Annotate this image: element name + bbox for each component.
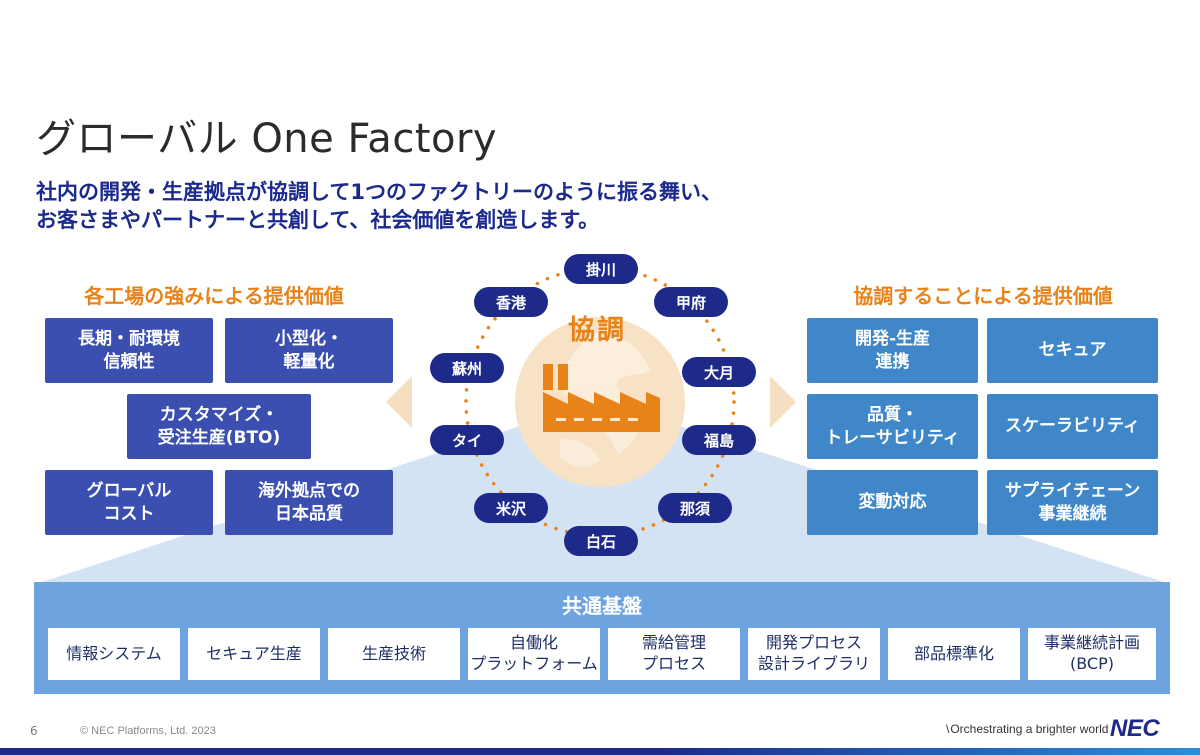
left-section-heading: 各工場の強みによる提供価値 [84, 284, 344, 308]
foundation-item: 需給管理 プロセス [608, 628, 740, 680]
left-value-box: カスタマイズ・ 受注生産(BTO) [127, 394, 311, 459]
right-section-heading: 協調することによる提供価値 [853, 284, 1113, 308]
brand-tagline: \Orchestrating a brighter world [946, 722, 1109, 736]
right-value-box: サプライチェーン 事業継続 [987, 470, 1158, 535]
foundation-item: 生産技術 [328, 628, 460, 680]
site-badge: 米沢 [474, 493, 548, 523]
left-value-box: 海外拠点での 日本品質 [225, 470, 393, 535]
foundation-item: 自働化 プラットフォーム [468, 628, 600, 680]
site-badge: 白石 [564, 526, 638, 556]
center-label: 協調 [568, 315, 626, 346]
foundation-item: 情報システム [48, 628, 180, 680]
foundation-item: セキュア生産 [188, 628, 320, 680]
right-value-box: セキュア [987, 318, 1158, 383]
page-title: グローバル One Factory [36, 116, 498, 162]
site-badge: タイ [430, 425, 504, 455]
left-arrow-shape [386, 376, 412, 428]
common-foundation-panel: 共通基盤 情報システム セキュア生産 生産技術 自働化 プラットフォーム 需給管… [34, 582, 1170, 694]
subtitle-line-1: 社内の開発・生産拠点が協調して1つのファクトリーのように振る舞い、 [36, 180, 722, 204]
copyright: © NEC Platforms, Ltd. 2023 [80, 725, 216, 737]
left-value-box: 小型化・ 軽量化 [225, 318, 393, 383]
site-badge: 掛川 [564, 254, 638, 284]
subtitle-line-2: お客さまやパートナーと共創して、社会価値を創造します。 [36, 208, 600, 232]
tagline-slash-icon: \ [946, 722, 950, 736]
left-value-box: 長期・耐環境 信頼性 [45, 318, 213, 383]
bottom-accent-bar [0, 748, 1200, 755]
site-badge: 那須 [658, 493, 732, 523]
right-value-box: 品質・ トレーサビリティ [807, 394, 978, 459]
right-value-box: スケーラビリティ [987, 394, 1158, 459]
left-value-box: グローバル コスト [45, 470, 213, 535]
site-badge: 福島 [682, 425, 756, 455]
foundation-title: 共通基盤 [562, 594, 642, 618]
foundation-triangle [36, 400, 1170, 584]
foundation-item: 部品標準化 [888, 628, 1020, 680]
right-arrow-shape [770, 376, 796, 428]
foundation-item: 事業継続計画 (BCP) [1028, 628, 1156, 680]
site-badge: 甲府 [654, 287, 728, 317]
site-badge: 大月 [682, 357, 756, 387]
site-badge: 香港 [474, 287, 548, 317]
page-number: 6 [30, 724, 38, 738]
site-badge: 蘇州 [430, 353, 504, 383]
nec-logo: NEC [1110, 715, 1160, 742]
right-value-box: 開発-生産 連携 [807, 318, 978, 383]
factory-icon [543, 364, 660, 432]
right-value-box: 変動対応 [807, 470, 978, 535]
foundation-item: 開発プロセス 設計ライブラリ [748, 628, 880, 680]
